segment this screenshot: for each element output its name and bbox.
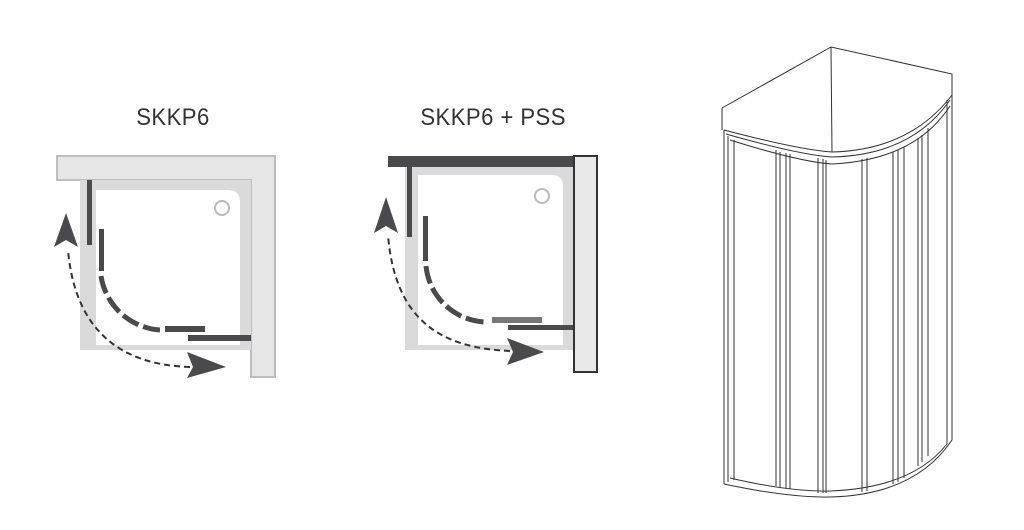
wall-l-shape [56,155,276,378]
opening-arrow-icon [387,234,511,352]
tray-inner [96,190,240,345]
door-panels [775,128,929,493]
diagram-title-skkp6-pss: SKKP6 + PSS [420,104,566,131]
tray-inner [418,175,563,345]
arrow-head-right-icon [187,352,226,378]
diagram-title-skkp6: SKKP6 [136,104,210,131]
arrow-head-right-icon [507,338,544,365]
arrow-head-up-icon [374,197,398,233]
drain-icon [534,188,550,204]
arrow-head-up-icon [54,213,78,247]
side-panel-pss [573,155,598,373]
skkp6-plan [54,155,276,378]
drain-icon [214,200,230,216]
shower-enclosure-3d [721,46,953,498]
sliding-doors [407,167,573,330]
sliding-doors [87,180,251,341]
skkp6-pss-plan [374,155,598,373]
wall-top-dark [388,156,574,167]
opening-arrow-icon [67,249,191,368]
